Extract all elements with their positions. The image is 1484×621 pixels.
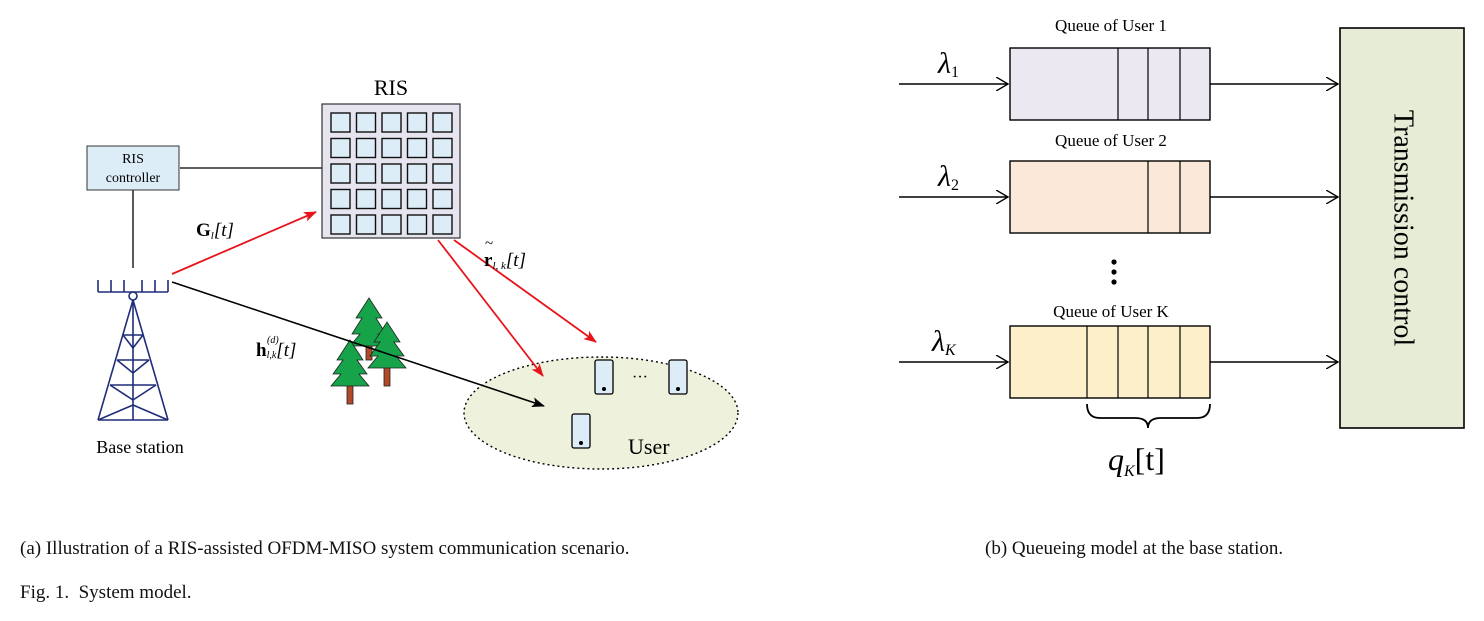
queue-user-k: Queue of User K λK	[899, 302, 1338, 399]
queue-label: Queue of User 1	[1055, 16, 1167, 35]
ris-element	[381, 163, 402, 184]
ris-element	[381, 137, 402, 159]
ris-controller-label-line2: controller	[106, 171, 161, 186]
ris-element	[406, 137, 428, 159]
ris-to-user-link-1	[437, 239, 544, 377]
ris-panel: RIS	[321, 75, 461, 239]
arrival-rate-label: λK	[931, 325, 957, 359]
ris-element	[432, 163, 453, 184]
phone-icon	[594, 359, 614, 395]
figure-caption: Fig. 1. System model.	[20, 582, 192, 604]
base-station-label: Base station	[96, 437, 184, 457]
user-label: User	[628, 434, 670, 459]
trees-obstacle	[330, 297, 407, 405]
user-ellipsis: ···	[632, 369, 648, 386]
ris-label: RIS	[374, 75, 408, 100]
ris-element	[381, 214, 402, 235]
ris-element	[330, 188, 351, 210]
arrival-rate-label: λ2	[937, 160, 959, 194]
queue-length-label: qK[t]	[1108, 441, 1165, 480]
ris-element	[406, 163, 428, 184]
channel-r-label: rl, k[t]	[484, 250, 526, 272]
ris-element	[330, 112, 351, 133]
bs-to-user-direct-link	[171, 281, 545, 407]
caption-b: (b) Queueing model at the base station.	[985, 538, 1284, 559]
ris-element	[432, 137, 453, 159]
tree-icon	[349, 297, 389, 361]
scenario-panel: RIS controller RIS	[86, 75, 739, 470]
ris-controller-label-line1: RIS	[122, 152, 144, 167]
ris-element	[406, 188, 428, 210]
channel-r-tilde: ~	[485, 236, 493, 252]
ris-element	[330, 163, 351, 184]
arrival-rate-label: λ1	[937, 47, 959, 81]
figure-number: Fig. 1.	[20, 582, 70, 603]
ris-element	[432, 188, 453, 210]
queue-label: Queue of User 2	[1055, 131, 1167, 150]
ris-element-grid	[330, 112, 453, 235]
transmission-control-box: Transmission control	[1339, 27, 1465, 429]
phone-icon	[668, 359, 688, 395]
ris-element	[355, 137, 377, 159]
queue-user-2: Queue of User 2 λ2	[899, 131, 1338, 234]
tree-icon	[330, 339, 370, 405]
ris-element	[406, 112, 428, 133]
ris-element	[355, 188, 377, 210]
figure-title: System model.	[78, 582, 192, 603]
ris-element	[355, 112, 377, 133]
base-station-icon	[97, 280, 169, 421]
queue-length-brace	[1086, 403, 1211, 429]
ris-element	[355, 163, 377, 184]
tree-icon	[367, 321, 407, 387]
ris-to-user-link-2	[453, 239, 597, 343]
ris-element	[406, 214, 428, 235]
channel-h-label: hl,k[t]	[256, 340, 296, 361]
phone-icon	[571, 413, 591, 449]
ris-element	[432, 214, 453, 235]
ris-controller: RIS controller	[86, 145, 180, 191]
channel-g-label: Gl[t]	[196, 220, 234, 242]
caption-a: (a) Illustration of a RIS-assisted OFDM-…	[20, 538, 630, 559]
queue-user-1: Queue of User 1 λ1	[899, 16, 1338, 121]
queue-label: Queue of User K	[1053, 302, 1169, 321]
transmission-control-label: Transmission control	[1388, 110, 1419, 346]
channel-h-sup: (d)	[267, 335, 279, 346]
more-queues-dots	[1111, 259, 1117, 285]
ris-element	[381, 188, 402, 210]
ris-element	[432, 112, 453, 133]
ris-element	[330, 137, 351, 159]
ris-element	[355, 214, 377, 235]
ris-element	[381, 112, 402, 133]
ris-element	[330, 214, 351, 235]
queue-panel: Transmission control Queue of User 1 λ1 …	[899, 16, 1465, 480]
bs-to-ris-link	[171, 211, 317, 275]
